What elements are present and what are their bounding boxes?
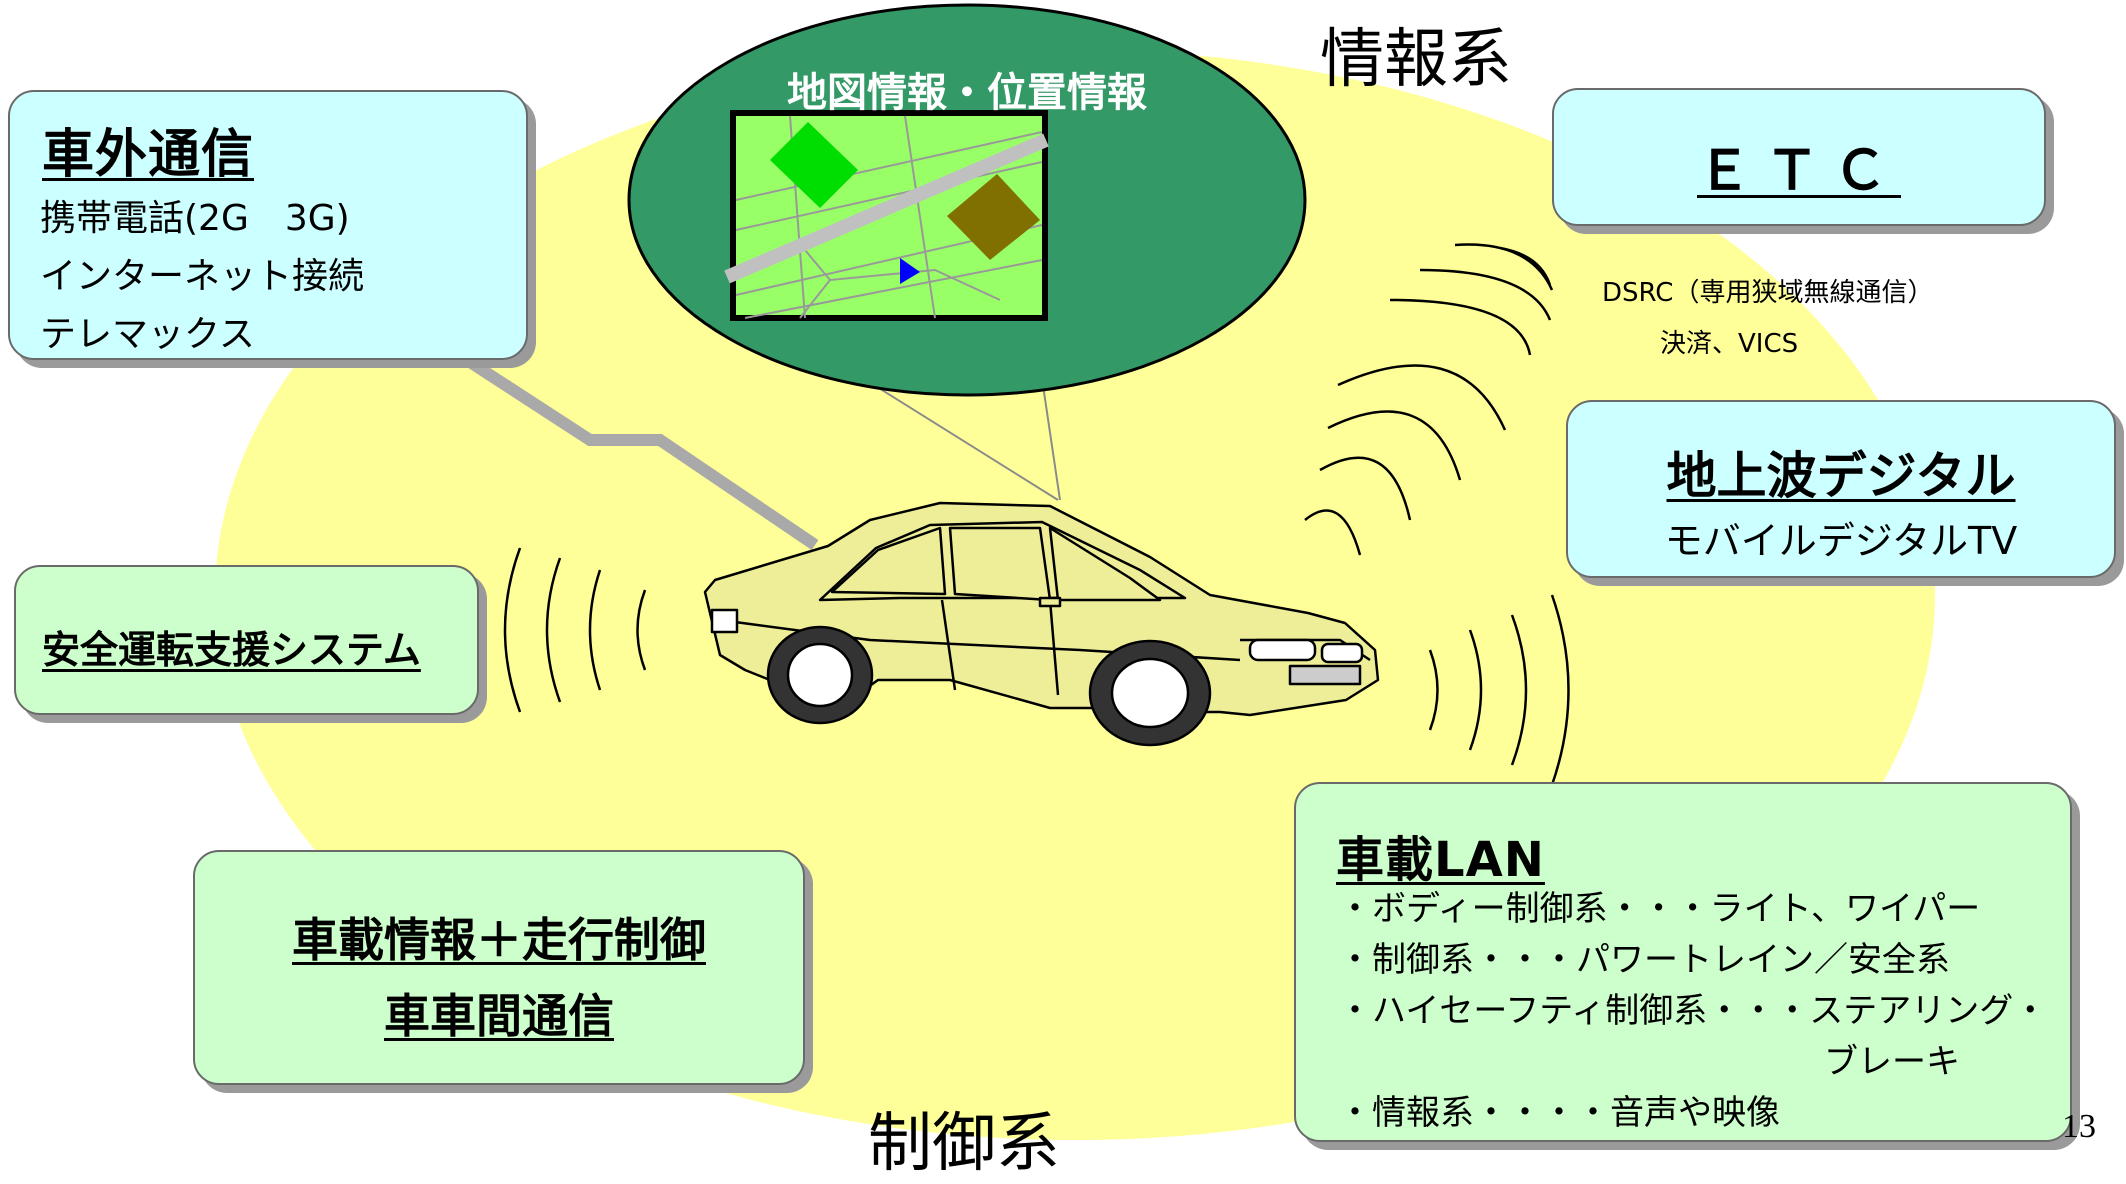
wave-arcs-right [1428, 594, 1570, 786]
external-communication-item: 携帯電話(2G 3G) [40, 198, 350, 239]
v2v-communication-title: 車車間通信 [384, 989, 614, 1043]
in-vehicle-lan-title: 車載LAN [1336, 832, 1545, 888]
wave-arcs-upper-right [1304, 243, 1554, 556]
map-image [724, 110, 1049, 321]
wireless-link-line [466, 356, 819, 550]
lan-item: ブレーキ [1824, 1042, 1960, 1082]
map-label: 地図情報・位置情報 [787, 70, 1147, 116]
wave-arcs-left [503, 547, 647, 713]
heading-control-system: 制御系 [868, 1107, 1060, 1181]
digital-tv-box: 地上波デジタル モバイルデジタルTV [1566, 400, 2116, 578]
in-vehicle-lan-box: 車載LAN ・ボディー制御系・・・ライト、ワイパー ・制御系・・・パワートレイン… [1294, 782, 2072, 1142]
digital-tv-title: 地上波デジタル [1666, 447, 2016, 505]
dsrc-detail: 決済、VICS [1660, 329, 1799, 359]
digital-tv-subtitle: モバイルデジタルTV [1664, 519, 2018, 563]
vehicle-info-title: 車載情報＋走行制御 [292, 913, 706, 967]
car-illustration [703, 501, 1380, 747]
lan-item: ・ハイセーフティ制御系・・・ステアリング・ [1338, 991, 2048, 1031]
lan-item: ・ボディー制御系・・・ライト、ワイパー [1338, 889, 1981, 929]
safety-support-title: 安全運転支援システム [42, 628, 421, 672]
etc-box: ＥＴＣ [1552, 88, 2046, 226]
dsrc-label: DSRC（専用狭域無線通信） [1602, 278, 1934, 308]
page-number: 13 [2062, 1108, 2096, 1145]
vehicle-info-box: 車載情報＋走行制御 車車間通信 [193, 850, 805, 1085]
external-communication-item: インターネット接続 [40, 256, 365, 297]
lan-item: ・情報系・・・・音声や映像 [1338, 1093, 1780, 1133]
etc-title: ＥＴＣ [1697, 139, 1901, 202]
external-communication-title: 車外通信 [42, 125, 255, 185]
external-communication-box: 車外通信 携帯電話(2G 3G) インターネット接続 テレマックス [8, 90, 528, 360]
external-communication-item: テレマックス [40, 314, 255, 355]
lan-item: ・制御系・・・パワートレイン／安全系 [1338, 940, 1950, 980]
heading-information-system: 情報系 [1320, 23, 1512, 97]
safety-support-box: 安全運転支援システム [14, 565, 479, 715]
